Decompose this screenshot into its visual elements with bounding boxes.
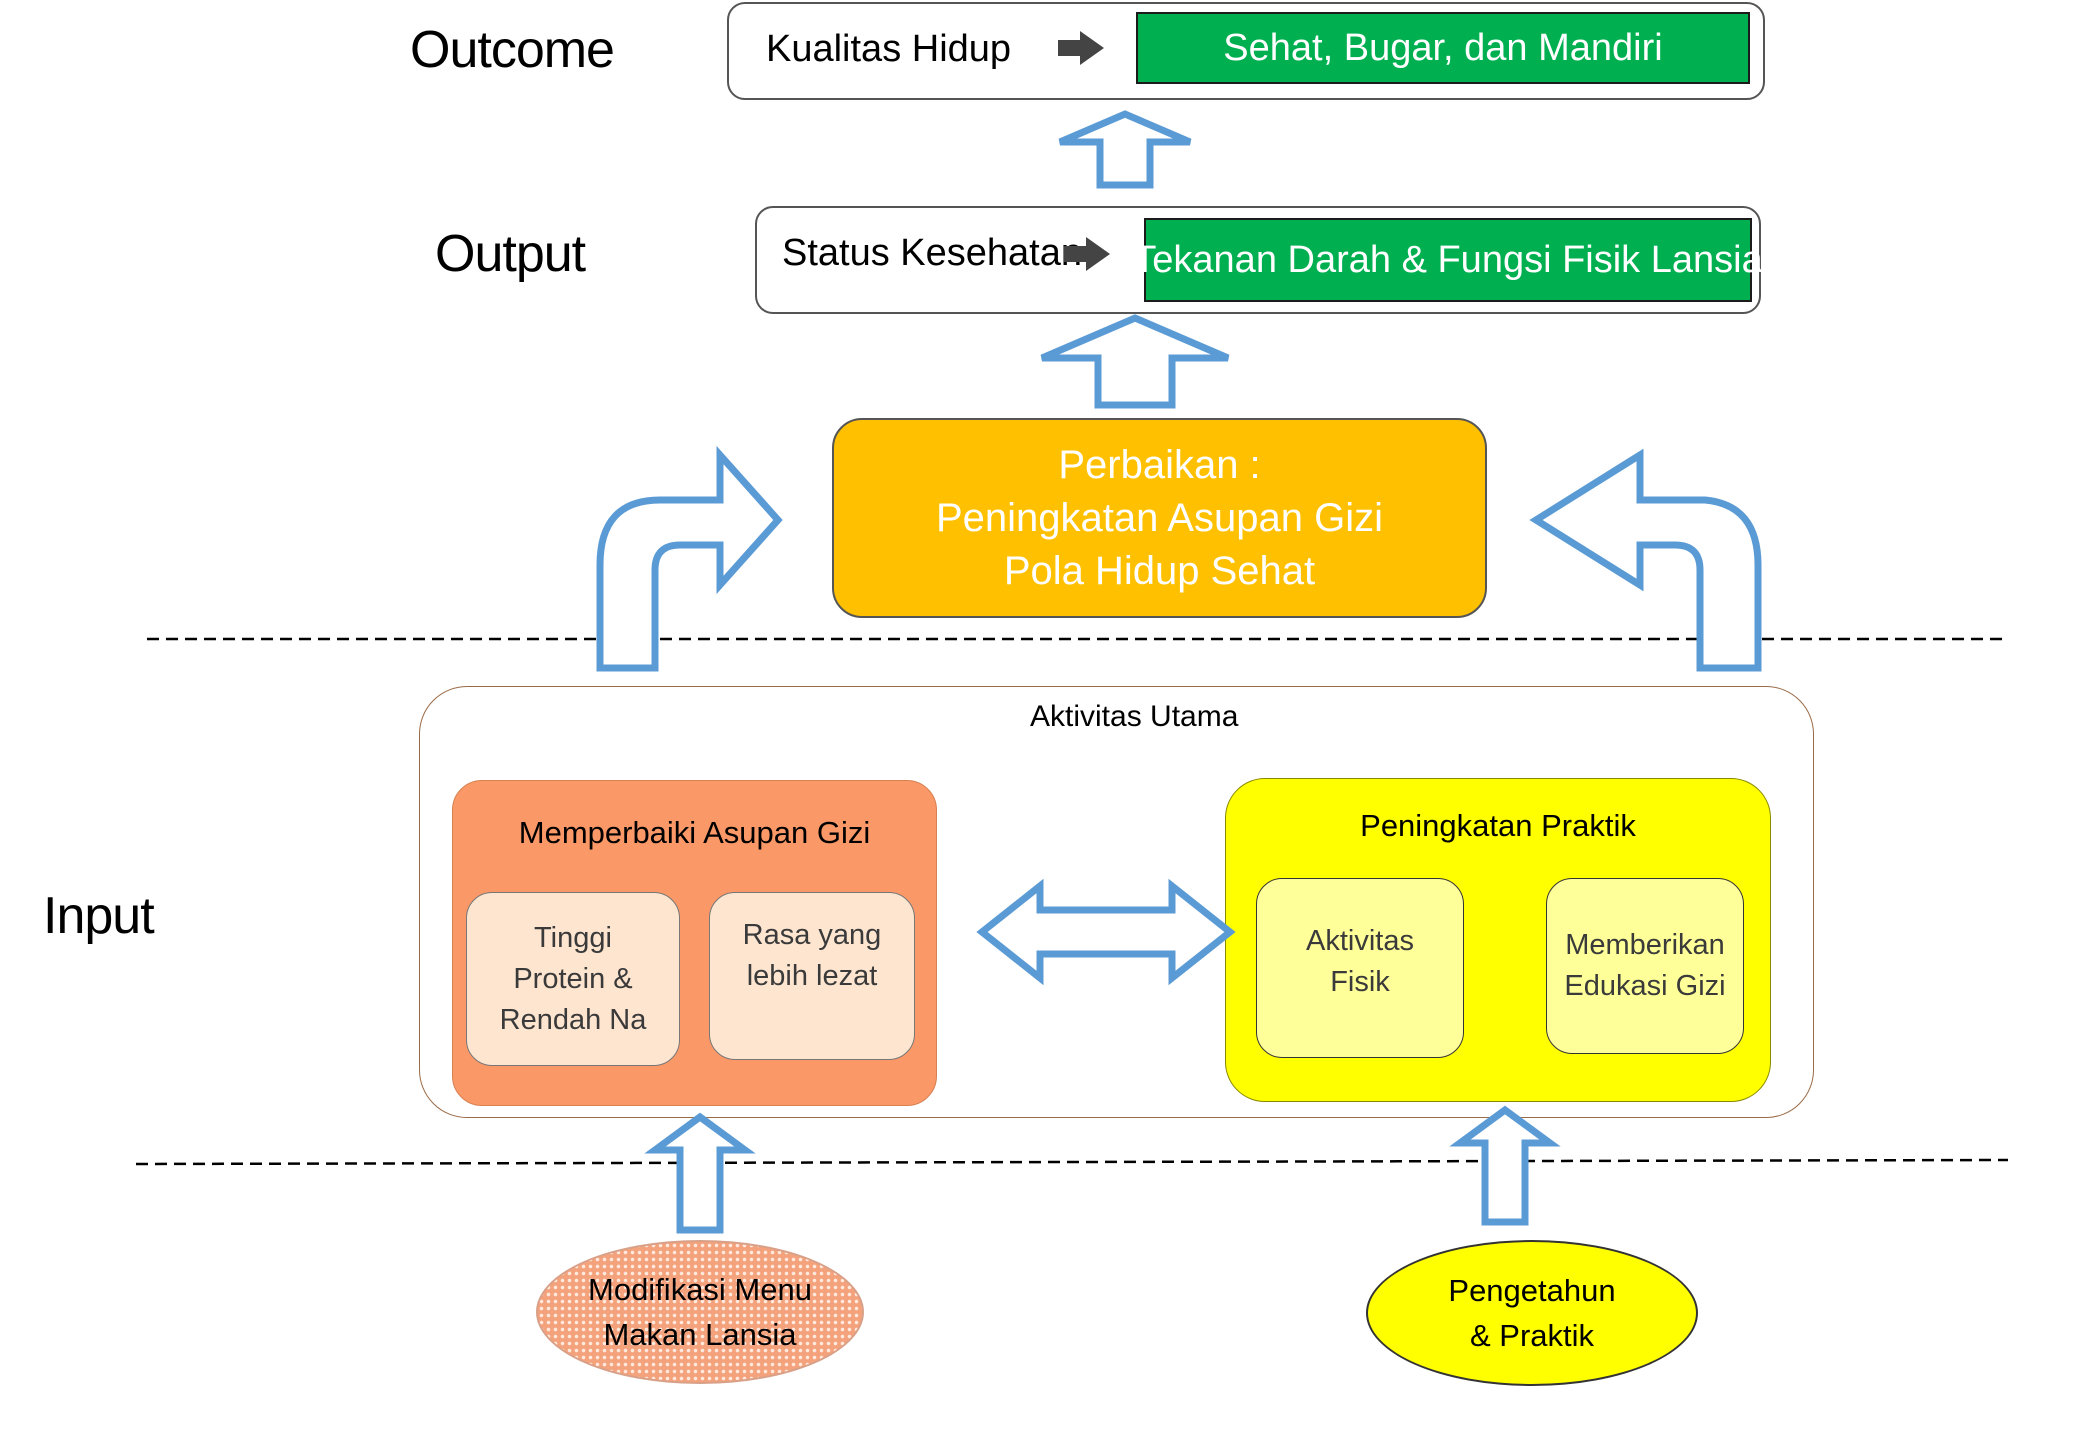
better-taste-line-1: Rasa yang <box>742 919 882 951</box>
high-protein-line-1: Tinggi <box>534 921 612 954</box>
menu-modification-oval: Modifikasi Menu Makan Lansia <box>536 1240 864 1384</box>
physical-activity-line-2: Fisik <box>1330 966 1390 998</box>
level-label-output: Output <box>435 225 586 283</box>
physical-activity-card: Aktivitas Fisik <box>1256 878 1464 1058</box>
output-result-box: Tekanan Darah & Fungsi Fisik Lansia <box>1133 218 1763 302</box>
improvement-line-3: Pola Hidup Sehat <box>1003 548 1316 593</box>
knowledge-practice-line-2: & Praktik <box>1469 1318 1595 1353</box>
improvement-line-2: Peningkatan Asupan Gizi <box>936 495 1383 540</box>
high-protein-line-2: Protein & <box>513 962 633 995</box>
better-taste-card: Rasa yang lebih lezat <box>709 892 915 1060</box>
nutrition-intake-title: Memperbaiki Asupan Gizi <box>518 815 871 850</box>
outcome-result-box: Sehat, Bugar, dan Mandiri <box>1136 12 1750 84</box>
up-arrow-to-outcome <box>1058 110 1192 189</box>
menu-modification-line-2: Makan Lansia <box>603 1317 797 1352</box>
main-activity-title: Aktivitas Utama <box>1030 700 1239 733</box>
physical-activity-line-1: Aktivitas <box>1306 925 1414 957</box>
practice-improvement-title: Peningkatan Praktik <box>1360 808 1636 843</box>
double-arrow-between-groups <box>976 878 1236 986</box>
output-row-label: Status Kesehatan <box>782 232 1082 274</box>
up-arrow-from-knowledge-oval <box>1449 1105 1561 1226</box>
menu-modification-line-1: Modifikasi Menu <box>588 1272 812 1307</box>
level-label-outcome: Outcome <box>410 21 615 79</box>
output-right-arrow-icon <box>1064 237 1110 271</box>
improvement-box: Perbaikan : Peningkatan Asupan Gizi Pola… <box>832 418 1487 618</box>
bent-arrow-left <box>596 445 783 672</box>
outcome-row-label: Kualitas Hidup <box>766 28 1012 70</box>
nutrition-education-line-2: Edukasi Gizi <box>1564 970 1726 1002</box>
improvement-line-1: Perbaikan : <box>1058 442 1261 487</box>
high-protein-card: Tinggi Protein & Rendah Na <box>466 892 680 1066</box>
high-protein-line-3: Rendah Na <box>499 1003 647 1036</box>
knowledge-practice-oval: Pengetahun & Praktik <box>1366 1240 1698 1386</box>
nutrition-education-line-1: Memberikan <box>1565 929 1725 961</box>
up-arrow-to-output <box>1040 314 1230 409</box>
better-taste-line-2: lebih lezat <box>746 960 878 992</box>
level-label-input: Input <box>43 887 155 945</box>
nutrition-education-card: Memberikan Edukasi Gizi <box>1546 878 1744 1054</box>
up-arrow-from-menu-oval <box>644 1112 756 1234</box>
bent-arrow-right <box>1529 448 1762 672</box>
knowledge-practice-line-1: Pengetahun <box>1448 1273 1616 1308</box>
outcome-right-arrow-icon <box>1058 31 1104 65</box>
